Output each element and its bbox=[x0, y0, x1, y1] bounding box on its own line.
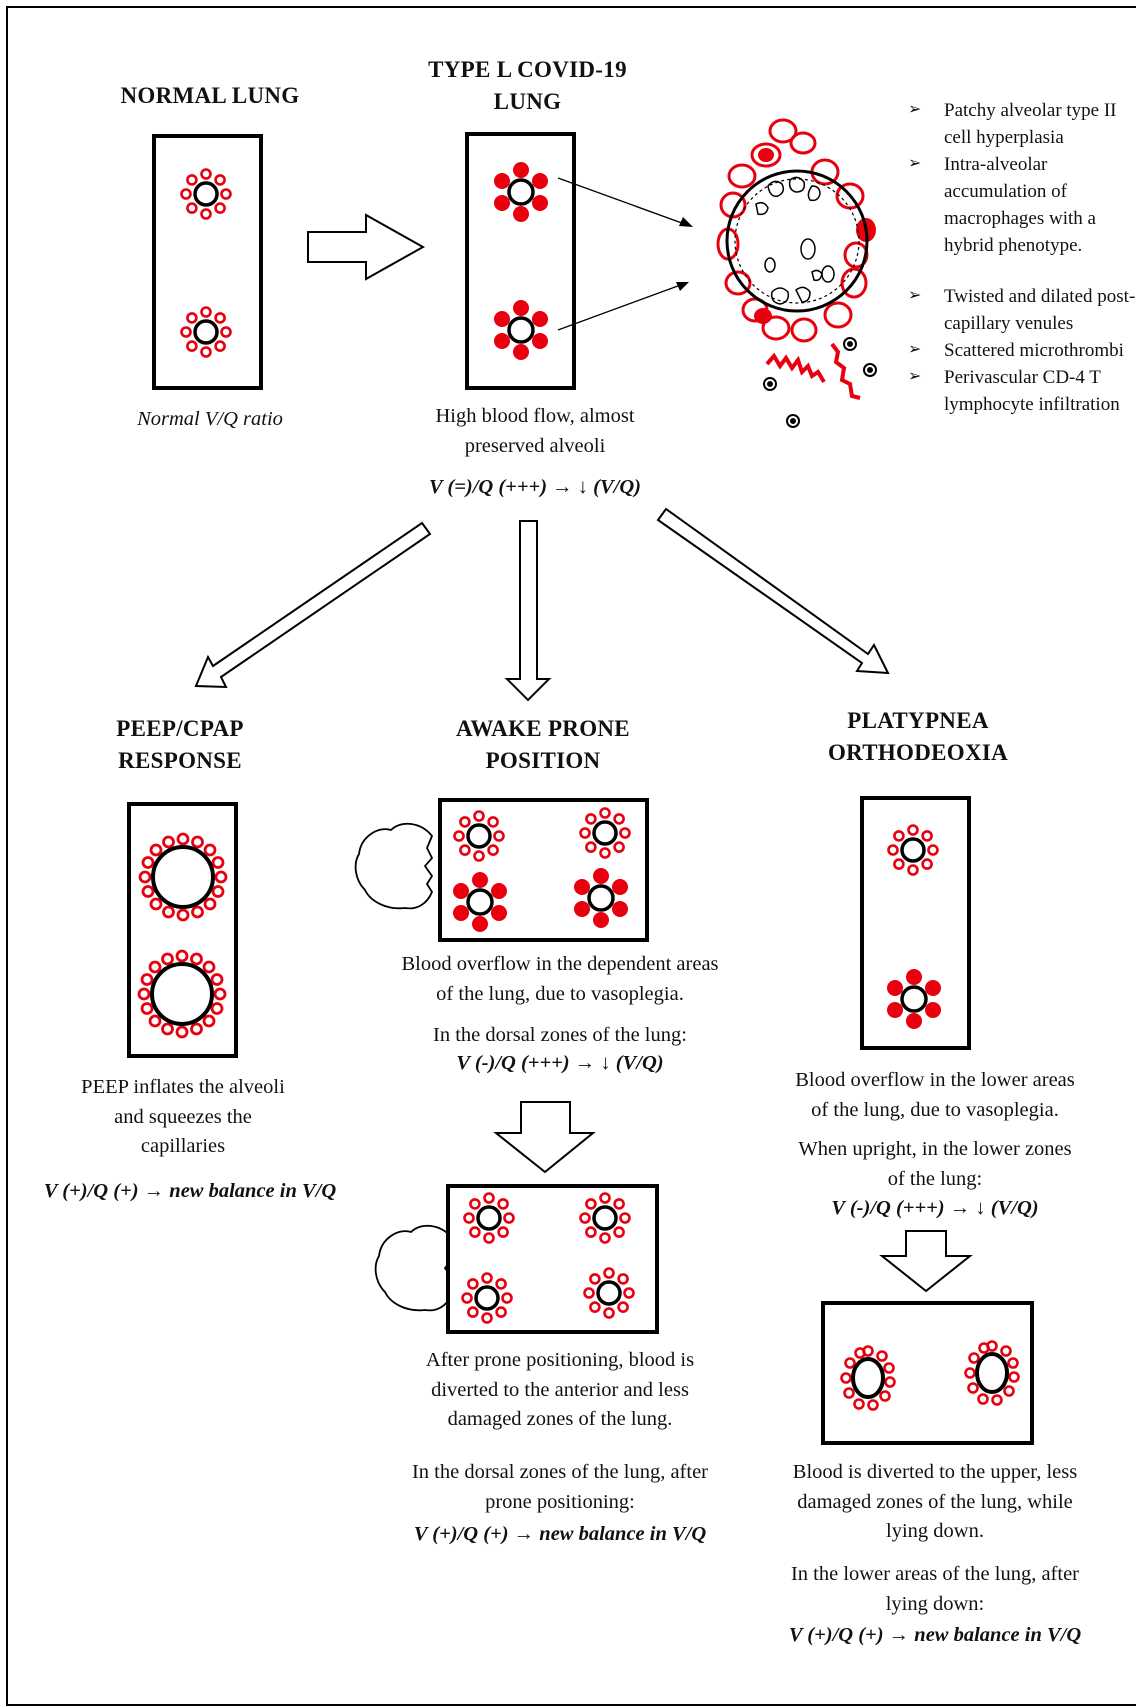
type-l-lung-box bbox=[465, 132, 576, 390]
peep-caption-line2: and squeezes the bbox=[114, 1105, 252, 1128]
arrow-to-platypnea bbox=[656, 507, 890, 675]
histology-illustration bbox=[716, 118, 877, 428]
prone-down-arrow bbox=[493, 1101, 596, 1174]
normal-lung-title-text: NORMAL LUNG bbox=[120, 83, 300, 108]
platypnea-before-line2: of the lung, due to vasoplegia. bbox=[811, 1098, 1059, 1121]
prone-title-line2: POSITION bbox=[485, 747, 601, 773]
prone-dorsal-label-text: In the dorsal zones of the lung: bbox=[433, 1024, 687, 1046]
peep-title-line2: RESPONSE bbox=[118, 747, 242, 773]
type-l-caption-line2: preserved alveoli bbox=[464, 434, 606, 457]
peep-formula: V (+)/Q (+) → new balance in V/Q bbox=[20, 1178, 360, 1205]
peep-caption: PEEP inflates the alveoli and squeezes t… bbox=[48, 1073, 318, 1162]
type-l-caption-line1: High blood flow, almost bbox=[435, 405, 635, 427]
platypnea-formula-after-text: V (+)/Q (+) → new balance in V/Q bbox=[788, 1624, 1082, 1646]
platypnea-upright-line1: When upright, in the lower zones bbox=[798, 1138, 1072, 1160]
type-l-caption: High blood flow, almost preserved alveol… bbox=[385, 402, 685, 461]
peep-inflated-alveolus-lower bbox=[137, 949, 227, 1039]
peep-caption-line1: PEEP inflates the alveoli bbox=[81, 1076, 285, 1098]
histology-item: Intra-alveolar accumulation of macrophag… bbox=[908, 152, 1136, 260]
prone-after-dorsal-line1: In the dorsal zones of the lung, after bbox=[411, 1461, 708, 1483]
arrow-to-prone bbox=[504, 520, 552, 702]
prone-before-line2: of the lung, due to vasoplegia. bbox=[436, 982, 684, 1005]
platypnea-title: PLATYPNEA ORTHODEOXIA bbox=[788, 705, 1048, 768]
prone-formula-after-text: V (+)/Q (+) → new balance in V/Q bbox=[413, 1523, 707, 1545]
peep-inflated-alveolus-upper bbox=[138, 832, 228, 922]
peep-lung-box bbox=[127, 802, 238, 1058]
platypnea-after-box bbox=[821, 1301, 1034, 1445]
prone-after-line2: diverted to the anterior and less bbox=[431, 1378, 689, 1401]
platypnea-lower-line1: In the lower areas of the lung, after bbox=[790, 1563, 1079, 1585]
platypnea-formula-before: V (-)/Q (+++) → ↓ (V/Q) bbox=[765, 1195, 1105, 1222]
platypnea-lower-line2: lying down: bbox=[885, 1592, 985, 1615]
platypnea-upright-line2: of the lung: bbox=[887, 1167, 983, 1190]
platypnea-before-line1: Blood overflow in the lower areas bbox=[795, 1069, 1075, 1091]
head-outline-icon bbox=[354, 822, 433, 910]
normal-lung-box bbox=[152, 134, 263, 390]
peep-title-line1: PEEP/CPAP bbox=[116, 716, 244, 741]
prone-formula-after: V (+)/Q (+) → new balance in V/Q bbox=[365, 1521, 755, 1548]
arrow-to-peep bbox=[194, 521, 432, 689]
prone-after-line3: damaged zones of the lung. bbox=[447, 1408, 673, 1431]
platypnea-title-line2: ORTHODEOXIA bbox=[827, 739, 1009, 765]
type-l-formula: V (=)/Q (+++) → ↓ (V/Q) bbox=[385, 474, 685, 501]
prone-title-line1: AWAKE PRONE bbox=[456, 716, 630, 741]
platypnea-lower: In the lower areas of the lung, after ly… bbox=[765, 1560, 1105, 1619]
platypnea-formula-before-text: V (-)/Q (+++) → ↓ (V/Q) bbox=[831, 1197, 1039, 1219]
prone-before-caption: Blood overflow in the dependent areas of… bbox=[365, 950, 755, 1009]
platypnea-formula-after: V (+)/Q (+) → new balance in V/Q bbox=[765, 1622, 1105, 1649]
peep-title: PEEP/CPAP RESPONSE bbox=[60, 713, 300, 776]
platypnea-before-caption: Blood overflow in the lower areas of the… bbox=[765, 1066, 1105, 1125]
histology-item: Twisted and dilated post-capillary venul… bbox=[908, 284, 1136, 338]
histology-item: Patchy alveolar type II cell hyperplasia bbox=[908, 98, 1136, 152]
normal-lung-title: NORMAL LUNG bbox=[95, 80, 325, 112]
prone-formula-before-text: V (-)/Q (+++) → ↓ (V/Q) bbox=[456, 1052, 664, 1074]
platypnea-lung-box bbox=[860, 796, 971, 1050]
prone-title: AWAKE PRONE POSITION bbox=[413, 713, 673, 776]
pointer-arrow-lower bbox=[557, 282, 687, 331]
peep-caption-line3: capillaries bbox=[140, 1135, 226, 1158]
right-arrow bbox=[307, 213, 426, 281]
platypnea-after-line2: damaged zones of the lung, while bbox=[797, 1490, 1073, 1513]
normal-vq-caption: Normal V/Q ratio bbox=[100, 406, 320, 433]
prone-after-dorsal-line2: prone positioning: bbox=[485, 1490, 635, 1513]
prone-after-dorsal: In the dorsal zones of the lung, after p… bbox=[365, 1458, 755, 1517]
type-l-title: TYPE L COVID-19 LUNG bbox=[395, 54, 660, 117]
prone-before-group bbox=[354, 798, 649, 942]
histology-item: Perivascular CD-4 T lymphocyte infiltrat… bbox=[908, 365, 1136, 419]
normal-vq-caption-text: Normal V/Q ratio bbox=[137, 408, 283, 430]
head-outline-icon bbox=[374, 1224, 453, 1312]
prone-after-caption: After prone positioning, blood is divert… bbox=[365, 1346, 755, 1435]
platypnea-title-line1: PLATYPNEA bbox=[847, 708, 989, 733]
platypnea-upright: When upright, in the lower zones of the … bbox=[765, 1135, 1105, 1194]
platypnea-after-line1: Blood is diverted to the upper, less bbox=[792, 1461, 1078, 1483]
prone-before-line1: Blood overflow in the dependent areas bbox=[401, 953, 719, 975]
prone-dorsal-label: In the dorsal zones of the lung: bbox=[365, 1021, 755, 1051]
peep-formula-text: V (+)/Q (+) → new balance in V/Q bbox=[43, 1180, 337, 1202]
pointer-arrow-upper bbox=[557, 177, 691, 227]
histology-item: Scattered microthrombi bbox=[908, 338, 1136, 365]
type-l-title-line1: TYPE L COVID-19 bbox=[428, 57, 627, 82]
type-l-formula-text: V (=)/Q (+++) → ↓ (V/Q) bbox=[428, 476, 642, 498]
prone-formula-before: V (-)/Q (+++) → ↓ (V/Q) bbox=[365, 1050, 755, 1077]
prone-after-line1: After prone positioning, blood is bbox=[425, 1349, 695, 1371]
type-l-title-line2: LUNG bbox=[493, 88, 562, 114]
platypnea-after-line3: lying down. bbox=[886, 1520, 984, 1543]
diagram-canvas bbox=[127, 118, 1034, 1445]
histology-findings-list: Patchy alveolar type II cell hyperplasia… bbox=[908, 98, 1136, 419]
platypnea-after-caption: Blood is diverted to the upper, less dam… bbox=[765, 1458, 1105, 1547]
platypnea-down-arrow bbox=[879, 1230, 973, 1293]
prone-after-group bbox=[374, 1184, 659, 1334]
